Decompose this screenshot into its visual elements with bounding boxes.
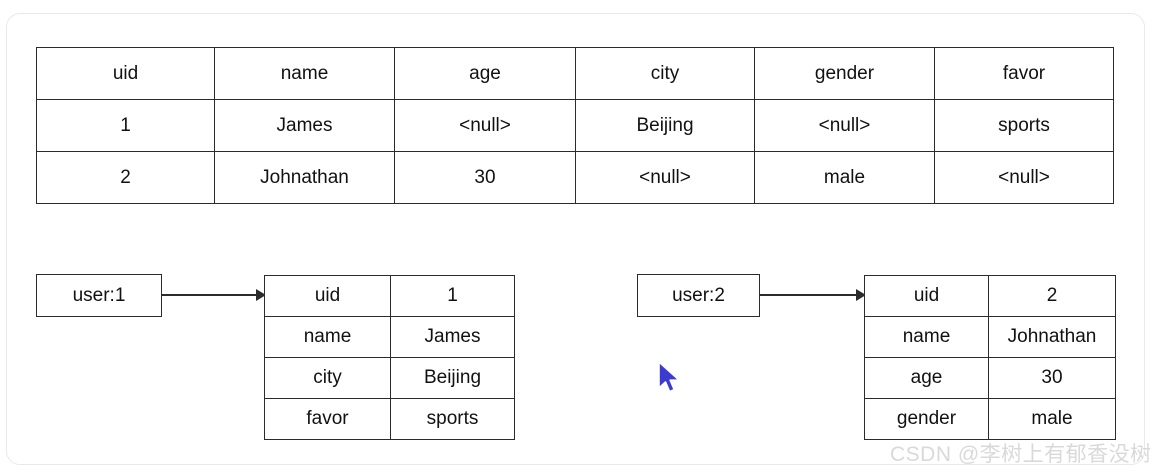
key-label: user:2 bbox=[672, 284, 725, 306]
table-row: 2 Johnathan 30 <null> male <null> bbox=[36, 151, 1114, 204]
cell-favor: <null> bbox=[934, 151, 1114, 204]
hash-field-name: city bbox=[264, 357, 391, 399]
hash-table-user1: uid 1 name James city Beijing favor spor… bbox=[264, 275, 515, 440]
cell-name: James bbox=[214, 99, 395, 152]
column-header-gender: gender bbox=[754, 47, 935, 100]
column-header-uid: uid bbox=[36, 47, 215, 100]
hash-table-user2: uid 2 name Johnathan age 30 gender male bbox=[864, 275, 1116, 440]
hash-field-row: gender male bbox=[864, 398, 1116, 440]
key-box-user1: user:1 bbox=[36, 274, 162, 317]
hash-field-value: sports bbox=[390, 398, 515, 440]
hash-field-name: favor bbox=[264, 398, 391, 440]
hash-field-name: gender bbox=[864, 398, 989, 440]
cell-age: <null> bbox=[394, 99, 576, 152]
cell-name: Johnathan bbox=[214, 151, 395, 204]
hash-field-row: name Johnathan bbox=[864, 316, 1116, 358]
key-label: user:1 bbox=[72, 284, 126, 306]
hash-field-row: age 30 bbox=[864, 357, 1116, 399]
cell-uid: 2 bbox=[36, 151, 215, 204]
watermark: CSDN @李树上有郁香没树 bbox=[890, 443, 1152, 466]
column-header-name: name bbox=[214, 47, 395, 100]
hash-field-row: name James bbox=[264, 316, 515, 358]
cell-gender: <null> bbox=[754, 99, 935, 152]
hash-field-name: name bbox=[264, 316, 391, 358]
cell-favor: sports bbox=[934, 99, 1114, 152]
hash-field-row: favor sports bbox=[264, 398, 515, 440]
hash-field-name: age bbox=[864, 357, 989, 399]
cell-uid: 1 bbox=[36, 99, 215, 152]
cell-gender: male bbox=[754, 151, 935, 204]
hash-field-value: 2 bbox=[988, 275, 1116, 317]
column-header-age: age bbox=[394, 47, 576, 100]
hash-field-row: uid 1 bbox=[264, 275, 515, 317]
cell-city: Beijing bbox=[575, 99, 755, 152]
column-header-city: city bbox=[575, 47, 755, 100]
column-header-favor: favor bbox=[934, 47, 1114, 100]
record-table: uid name age city gender favor 1 James <… bbox=[36, 47, 1114, 204]
cell-city: <null> bbox=[575, 151, 755, 204]
hash-field-value: 1 bbox=[390, 275, 515, 317]
hash-field-name: uid bbox=[864, 275, 989, 317]
hash-field-value: Johnathan bbox=[988, 316, 1116, 358]
hash-field-row: city Beijing bbox=[264, 357, 515, 399]
mouse-pointer-arrow-icon bbox=[658, 361, 680, 393]
table-row: 1 James <null> Beijing <null> sports bbox=[36, 99, 1114, 152]
hash-field-value: male bbox=[988, 398, 1116, 440]
hash-field-name: uid bbox=[264, 275, 391, 317]
hash-field-name: name bbox=[864, 316, 989, 358]
hash-field-value: James bbox=[390, 316, 515, 358]
hash-field-value: 30 bbox=[988, 357, 1116, 399]
hash-field-row: uid 2 bbox=[864, 275, 1116, 317]
cell-age: 30 bbox=[394, 151, 576, 204]
table-header-row: uid name age city gender favor bbox=[36, 47, 1114, 100]
hash-field-value: Beijing bbox=[390, 357, 515, 399]
key-box-user2: user:2 bbox=[637, 274, 760, 317]
